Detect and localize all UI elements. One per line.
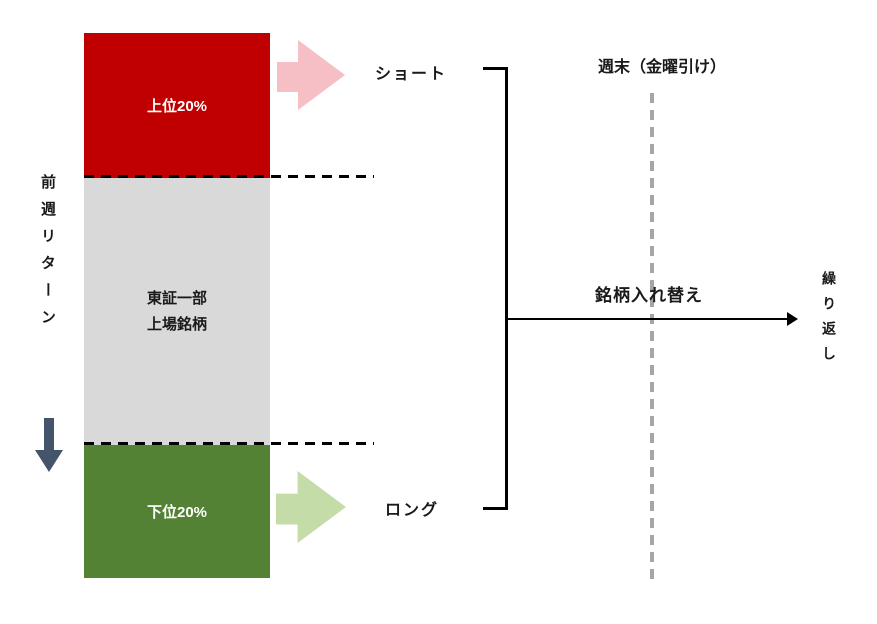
rebalance-arrowhead-icon bbox=[787, 312, 798, 326]
lower-quintile-dashed-line bbox=[84, 442, 374, 445]
bracket-bottom-stub bbox=[483, 507, 508, 510]
bar-top-label: 上位20% bbox=[146, 98, 208, 115]
bar-universe-label-line2: 上場銘柄 bbox=[146, 315, 207, 333]
short-label: ショート bbox=[375, 66, 448, 83]
long-label: ロング bbox=[385, 502, 440, 519]
bar-top-quintile: 上位20% bbox=[84, 33, 270, 178]
down-arrow-icon bbox=[35, 418, 63, 472]
bracket-top-stub bbox=[483, 67, 508, 70]
bar-universe-label-line1: 東証一部 bbox=[146, 289, 207, 307]
upper-quintile-dashed-line bbox=[84, 175, 374, 178]
long-block-arrow-icon bbox=[276, 471, 346, 543]
long-block-arrow-shape bbox=[276, 471, 346, 543]
down-arrow-shape bbox=[35, 418, 63, 472]
rebalance-label: 銘柄入れ替え bbox=[595, 286, 703, 305]
friday-close-dashed-line bbox=[650, 93, 654, 585]
short-block-arrow-icon bbox=[277, 40, 345, 110]
bar-universe: 東証一部 上場銘柄 bbox=[84, 178, 270, 445]
bracket-vertical-line bbox=[505, 67, 508, 510]
short-block-arrow-shape bbox=[277, 40, 345, 110]
bar-bottom-quintile: 下位20% bbox=[84, 445, 270, 578]
weekend-title: 週末（金曜引け） bbox=[598, 59, 727, 76]
rebalance-arrow-line bbox=[508, 318, 789, 320]
quintile-bar: 上位20% 東証一部 上場銘柄 下位20% bbox=[84, 33, 270, 578]
repeat-label: 繰り返し bbox=[821, 271, 837, 371]
prev-week-return-label: 前週リターン bbox=[39, 174, 56, 336]
bar-bottom-label: 下位20% bbox=[146, 504, 208, 521]
